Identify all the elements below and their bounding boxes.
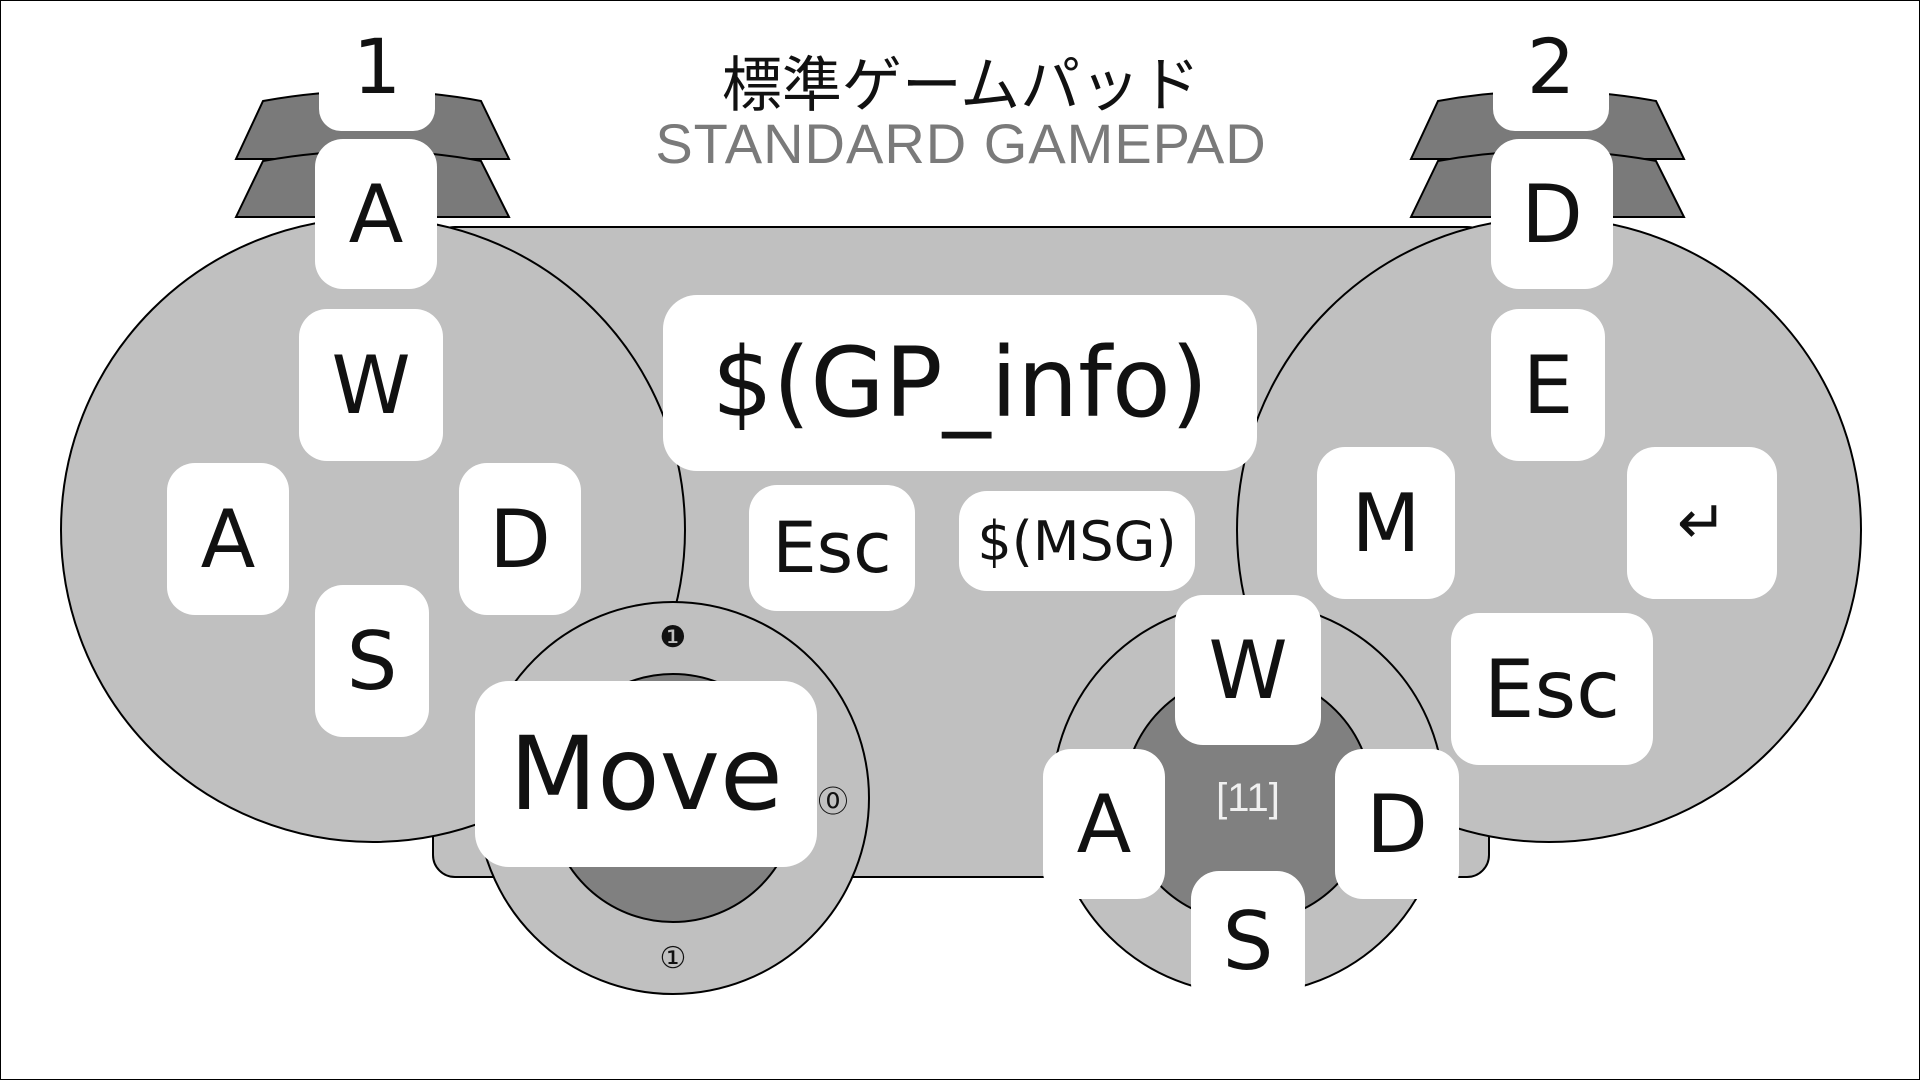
select-button-key[interactable]: Esc <box>749 485 915 611</box>
left-bumper-key[interactable]: A <box>315 139 437 289</box>
right-stick-press-label: [11] <box>1216 775 1280 820</box>
left-dpad-right-key[interactable]: D <box>459 463 581 615</box>
left-stick-top-marker: ❶ <box>659 619 687 655</box>
right-bumper-key[interactable]: D <box>1491 139 1613 289</box>
left-dpad-left-key[interactable]: A <box>167 463 289 615</box>
right-button-bottom-key[interactable]: Esc <box>1451 613 1653 765</box>
right-stick-up-key[interactable]: W <box>1175 595 1321 745</box>
right-button-right-key[interactable]: ↵ <box>1627 447 1777 599</box>
right-stick-left-key[interactable]: A <box>1043 749 1165 899</box>
start-button-key[interactable]: $(MSG) <box>959 491 1195 591</box>
right-button-top-key[interactable]: E <box>1491 309 1605 461</box>
title-japanese: 標準ゲームパッド <box>721 51 1201 121</box>
right-stick-down-key[interactable]: S <box>1191 871 1305 1011</box>
left-stick-move-label[interactable]: Move <box>475 681 817 867</box>
left-stick-right-marker: ⓪ <box>818 785 848 820</box>
right-stick-right-key[interactable]: D <box>1335 749 1459 899</box>
gamepad-info-label: $(GP_info) <box>663 295 1257 471</box>
left-trigger-number: 1 <box>319 1 435 131</box>
left-stick-bottom-marker: ① <box>659 940 687 976</box>
title-english: STANDARD GAMEPAD <box>655 112 1267 175</box>
left-dpad-down-key[interactable]: S <box>315 585 429 737</box>
left-dpad-up-key[interactable]: W <box>299 309 443 461</box>
right-trigger-number: 2 <box>1493 1 1609 131</box>
right-button-left-key[interactable]: M <box>1317 447 1455 599</box>
